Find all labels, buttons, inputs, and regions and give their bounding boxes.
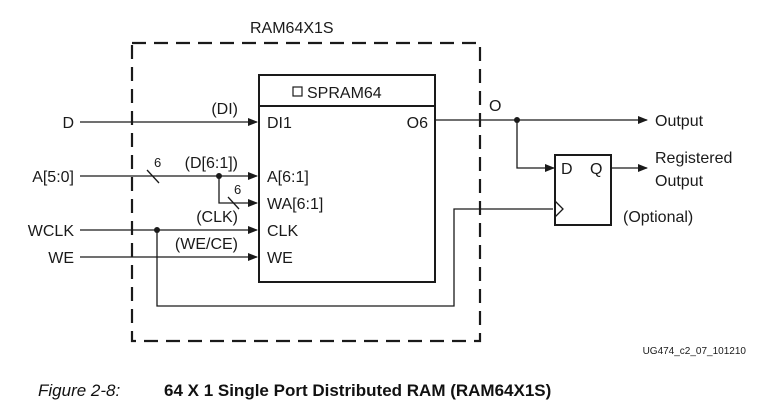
wire-wa: [218, 176, 258, 207]
macro-boundary: [130, 41, 482, 343]
diagram-title: RAM64X1S: [250, 20, 334, 37]
primitive-name: SPRAM64: [307, 85, 382, 102]
optional-label: (Optional): [623, 209, 693, 226]
bus-width-wa: 6: [234, 182, 241, 197]
bus-width-a: 6: [154, 155, 161, 170]
square-icon: [292, 86, 303, 97]
signal-wece-label: (WE/CE): [175, 236, 238, 253]
input-a-label: A[5:0]: [32, 169, 74, 186]
signal-o-label: O: [489, 98, 501, 115]
bus-slash-wa: [227, 196, 240, 210]
port-we: WE: [267, 250, 293, 267]
registered-output-line2: Output: [655, 173, 704, 190]
port-wa: WA[6:1]: [267, 196, 323, 213]
spram64-block: SPRAM64 DI1 A[6:1] WA[6:1] CLK WE O6: [258, 74, 436, 283]
wire-o-to-ff: [516, 120, 555, 172]
signal-clk-label: (CLK): [196, 209, 238, 226]
input-we-label: WE: [48, 250, 74, 267]
signal-d61-label: (D[6:1]): [185, 155, 238, 172]
bus-slash-a: [146, 169, 160, 184]
port-clk: CLK: [267, 223, 298, 240]
port-o6: O6: [407, 115, 428, 132]
signal-di-label: (DI): [211, 101, 238, 118]
flipflop: D Q: [554, 154, 612, 226]
output-label: Output: [655, 113, 704, 130]
caption-title: 64 X 1 Single Port Distributed RAM (RAM6…: [164, 381, 551, 400]
registered-output-line1: Registered: [655, 150, 732, 167]
clock-triangle-icon: [554, 200, 564, 218]
caption-prefix: Figure 2-8:: [38, 381, 120, 400]
ff-q-label: Q: [590, 161, 602, 178]
input-wclk-label: WCLK: [28, 223, 75, 240]
input-d-label: D: [62, 115, 74, 132]
port-di1: DI1: [267, 115, 292, 132]
figure-id: UG474_c2_07_101210: [643, 346, 747, 357]
wire-clk-to-ff: [156, 208, 553, 307]
ff-d-label: D: [561, 161, 573, 178]
port-a: A[6:1]: [267, 169, 309, 186]
